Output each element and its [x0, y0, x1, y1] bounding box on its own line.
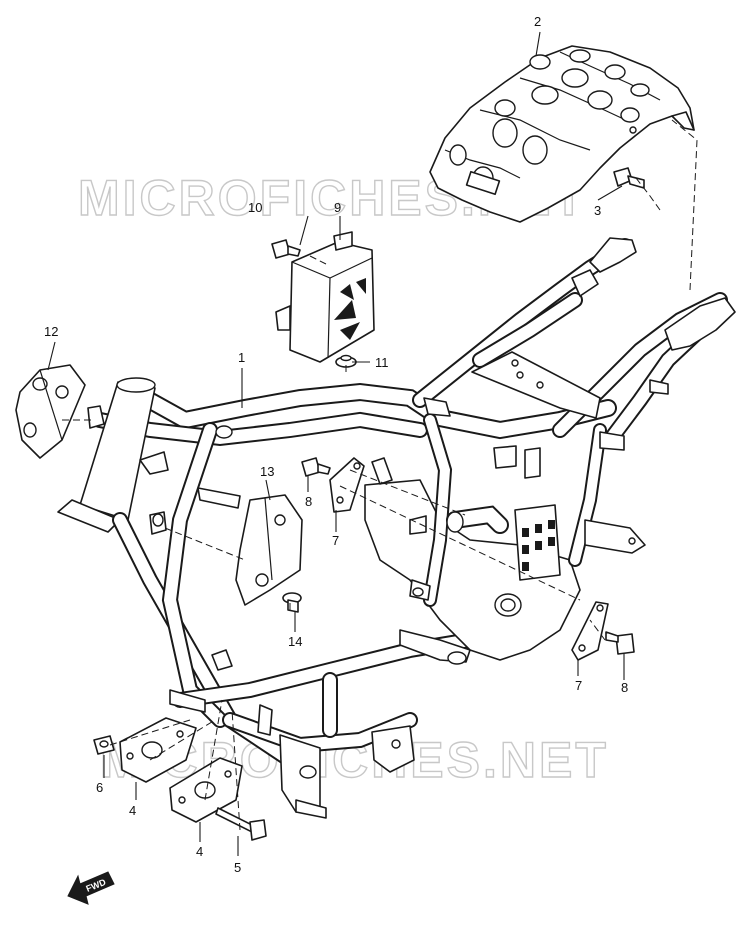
callout-6: 6 [96, 780, 103, 795]
callout-4-lower: 4 [196, 844, 203, 859]
callout-2: 2 [534, 14, 541, 29]
callout-14: 14 [288, 634, 302, 649]
callout-13: 13 [260, 464, 274, 479]
bracket-13 [235, 494, 303, 606]
plate-4-left [119, 717, 197, 783]
callout-1: 1 [238, 350, 245, 365]
callout-3: 3 [594, 203, 601, 218]
forward-arrow-icon: FWD [67, 871, 115, 905]
rear-fender [429, 45, 695, 223]
main-frame [57, 237, 736, 819]
callout-8-lower: 8 [621, 680, 628, 695]
callout-7-upper: 7 [332, 533, 339, 548]
bracket-12 [15, 364, 86, 459]
callout-12: 12 [44, 324, 58, 339]
callout-8-upper: 8 [305, 494, 312, 509]
ecu-cover [275, 231, 375, 363]
bolt-5 [215, 807, 267, 841]
bolt-3 [613, 167, 645, 189]
plate-7-lower [571, 601, 609, 661]
callout-11: 11 [375, 355, 389, 370]
callout-10: 10 [248, 200, 262, 215]
plate-4-right [169, 757, 243, 823]
bolt-14 [282, 592, 302, 613]
callout-5: 5 [234, 860, 241, 875]
bolt-10 [271, 239, 301, 259]
callout-7-lower: 7 [575, 678, 582, 693]
plate-7-upper [329, 457, 365, 513]
callout-4-upper: 4 [129, 803, 136, 818]
bolt-8-lower [605, 631, 635, 655]
callout-9: 9 [334, 200, 341, 215]
grommet-11 [335, 354, 357, 368]
frame-top-tube [92, 382, 617, 447]
steering-head [57, 377, 156, 533]
frame-pivot-plate [364, 479, 581, 661]
bolt-8-upper [301, 457, 331, 477]
nut-6 [93, 735, 115, 755]
